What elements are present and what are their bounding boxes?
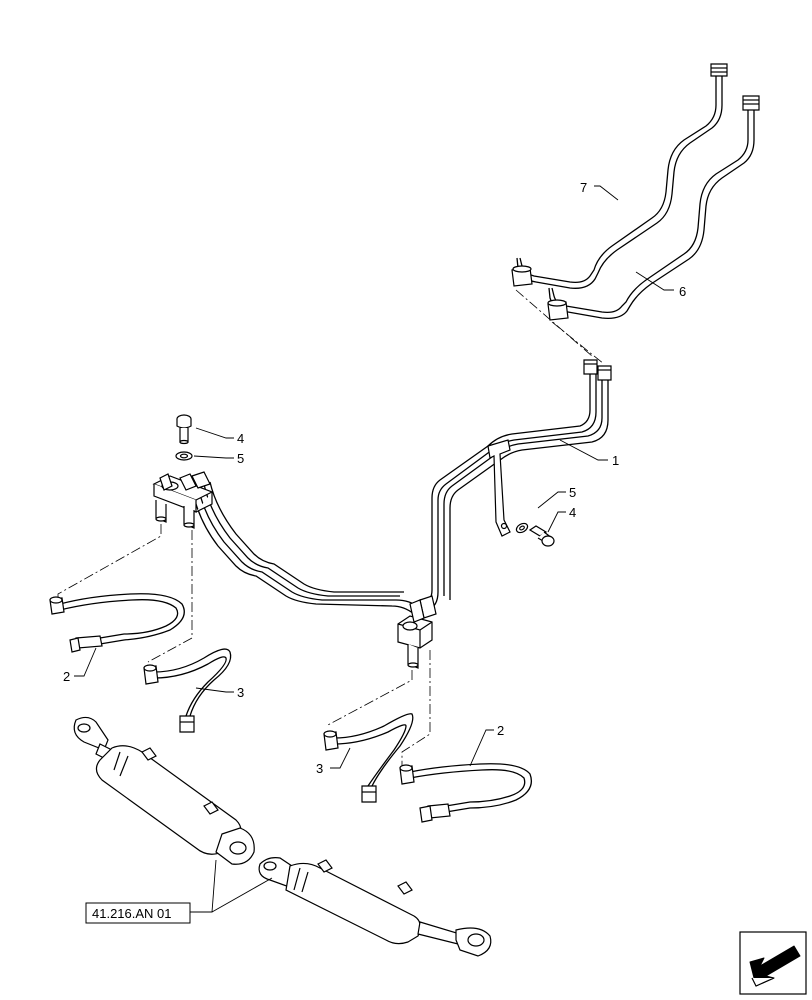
bolt-4-top [176, 414, 192, 445]
callout-4-top: 4 [237, 431, 244, 446]
washer-5-right [515, 522, 529, 534]
hose-3-left [153, 648, 232, 717]
pipe-7 [516, 75, 723, 289]
callout-6: 6 [679, 284, 686, 299]
callout-4-right: 4 [569, 505, 576, 520]
bolt-4-right [528, 525, 555, 547]
hose-2-left-ends [49, 596, 103, 653]
hose-2-right [409, 763, 533, 813]
callout-1: 1 [612, 453, 619, 468]
hydraulic-cylinder-upper [73, 716, 255, 865]
connection-lines-top [515, 289, 605, 365]
hose-3-left-ends [143, 664, 195, 733]
pipe-7-top-fitting [710, 63, 728, 77]
callout-3-left: 3 [237, 685, 244, 700]
left-manifold-block [152, 471, 214, 529]
pipe-1-top-fittings [583, 359, 612, 381]
reference-leaders [190, 859, 273, 913]
callout-5-right: 5 [569, 485, 576, 500]
callout-2-right: 2 [497, 723, 504, 738]
pipe-6 [548, 110, 755, 319]
connection-lines-center [325, 650, 431, 766]
hydraulic-cylinder-lower [258, 857, 492, 957]
leader-lines [74, 185, 674, 769]
reference-label: 41.216.AN 01 [92, 906, 172, 921]
washer-5-top [175, 451, 193, 461]
reference-box[interactable]: 41.216.AN 01 [85, 902, 191, 924]
center-manifold-block [397, 595, 437, 669]
hose-2-right-ends [399, 764, 451, 823]
callout-2-left: 2 [63, 669, 70, 684]
hose-3-center-ends [323, 730, 377, 803]
pipe-6-top-fitting [742, 95, 760, 111]
callout-5-top: 5 [237, 451, 244, 466]
callout-3-center: 3 [316, 761, 323, 776]
pipe-1-lower-run [191, 481, 421, 615]
pipe-1 [423, 372, 609, 611]
pipe-7-bottom-fitting [511, 265, 533, 287]
hose-2-left [59, 593, 185, 645]
next-page-arrow-icon[interactable] [739, 931, 807, 995]
hose-3-center [333, 713, 414, 787]
pipe-1-mounting-bracket [487, 439, 511, 537]
pipe-6-bottom-fitting [547, 299, 569, 321]
callout-7: 7 [580, 180, 587, 195]
